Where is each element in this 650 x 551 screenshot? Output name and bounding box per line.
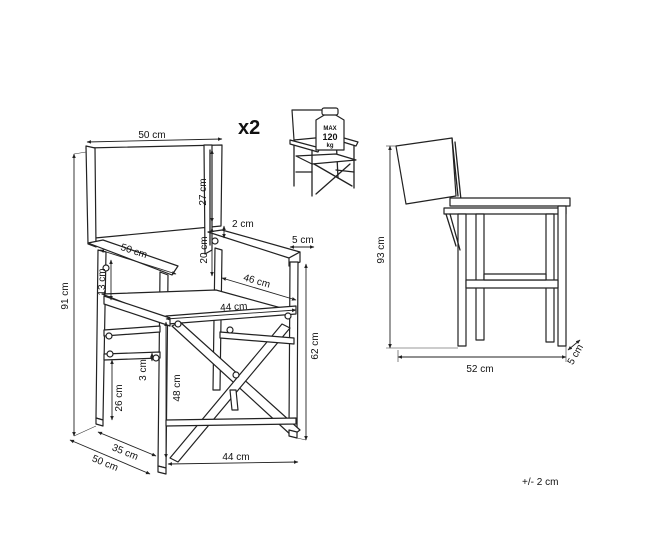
label-seat-width: 44 cm <box>220 301 248 314</box>
label-side-depth: 52 cm <box>466 364 493 375</box>
main-dimension-lines <box>69 137 315 475</box>
label-back-gap: 2 cm <box>232 219 254 230</box>
label-seat-height: 48 cm <box>172 374 183 401</box>
weight-value-text: 120 <box>322 132 337 142</box>
side-dimension-lines <box>386 145 581 362</box>
main-chair-drawing <box>85 144 301 475</box>
label-rung-size: 3 cm <box>138 359 149 381</box>
weight-max-text: MAX <box>323 126 336 132</box>
weight-badge: MAX 120 kg <box>315 107 345 151</box>
back-left-post <box>85 145 97 248</box>
weight-unit-text: kg <box>326 143 333 149</box>
label-base-depth: 50 cm <box>90 453 119 473</box>
tolerance-note: +/- 2 cm <box>522 477 558 488</box>
label-back-to-arm: 20 cm <box>199 236 210 263</box>
label-back-width: 50 cm <box>138 130 165 141</box>
label-side-leg: 5 cm <box>566 343 586 367</box>
label-arm-width: 5 cm <box>292 235 314 246</box>
label-side-height: 93 cm <box>376 236 387 263</box>
label-total-height: 91 cm <box>60 282 71 309</box>
right-front-post <box>288 261 299 433</box>
label-back-height: 27 cm <box>198 178 209 205</box>
quantity-label: x2 <box>238 117 260 139</box>
label-arm-height: 62 cm <box>310 332 321 359</box>
label-base-width: 44 cm <box>222 452 249 463</box>
label-rung-height: 26 cm <box>114 384 125 411</box>
label-foot-depth: 35 cm <box>110 442 139 462</box>
label-arm-to-seat: 13 cm <box>97 268 108 295</box>
side-chair-drawing <box>395 137 571 347</box>
side-back-canvas <box>395 137 457 205</box>
